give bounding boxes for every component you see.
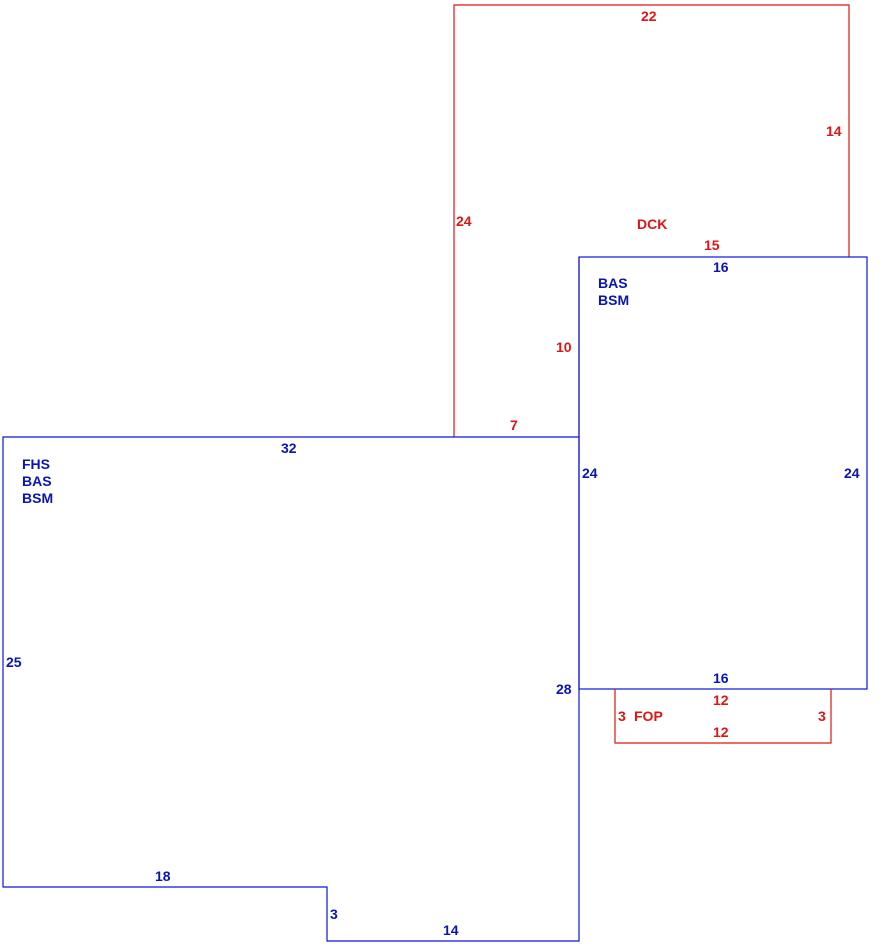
main-block-dim-bottom-right: 14: [443, 922, 459, 938]
right-block-code-1: BAS: [598, 275, 628, 291]
deck-code: DCK: [637, 216, 667, 232]
right-block-outline: [578, 256, 868, 690]
fop-dim-bottom: 12: [713, 724, 729, 740]
right-block-dim-top: 16: [713, 259, 729, 275]
right-block-dim-right: 24: [844, 465, 860, 481]
deck-dim-right: 14: [826, 123, 842, 139]
right-block-dim-bottom: 16: [713, 670, 729, 686]
main-block-dim-left: 25: [6, 654, 22, 670]
main-block-code-1: FHS: [22, 456, 50, 472]
deck-dim-bottom-left: 7: [510, 417, 518, 433]
fop-dim-left: 3: [618, 708, 626, 724]
fop-dim-top: 12: [713, 692, 729, 708]
fop-outline: [614, 689, 832, 744]
main-block-dim-right: 28: [556, 681, 572, 697]
deck-dim-top: 22: [641, 8, 657, 24]
right-block-code-2: BSM: [598, 292, 629, 308]
main-block-code-2: BAS: [22, 473, 52, 489]
main-block-outline: [2, 436, 580, 942]
deck-dim-inner-vertical: 10: [556, 339, 572, 355]
main-block-dim-top: 32: [281, 440, 297, 456]
main-block-dim-bottom-left: 18: [155, 868, 171, 884]
fop-code: FOP: [634, 708, 663, 724]
fop-dim-right: 3: [818, 708, 826, 724]
deck-dim-bottom-right: 15: [704, 237, 720, 253]
deck-dim-left: 24: [456, 213, 472, 229]
main-block-code-3: BSM: [22, 490, 53, 506]
right-block-dim-left: 24: [582, 465, 598, 481]
main-block-dim-notch: 3: [330, 906, 338, 922]
